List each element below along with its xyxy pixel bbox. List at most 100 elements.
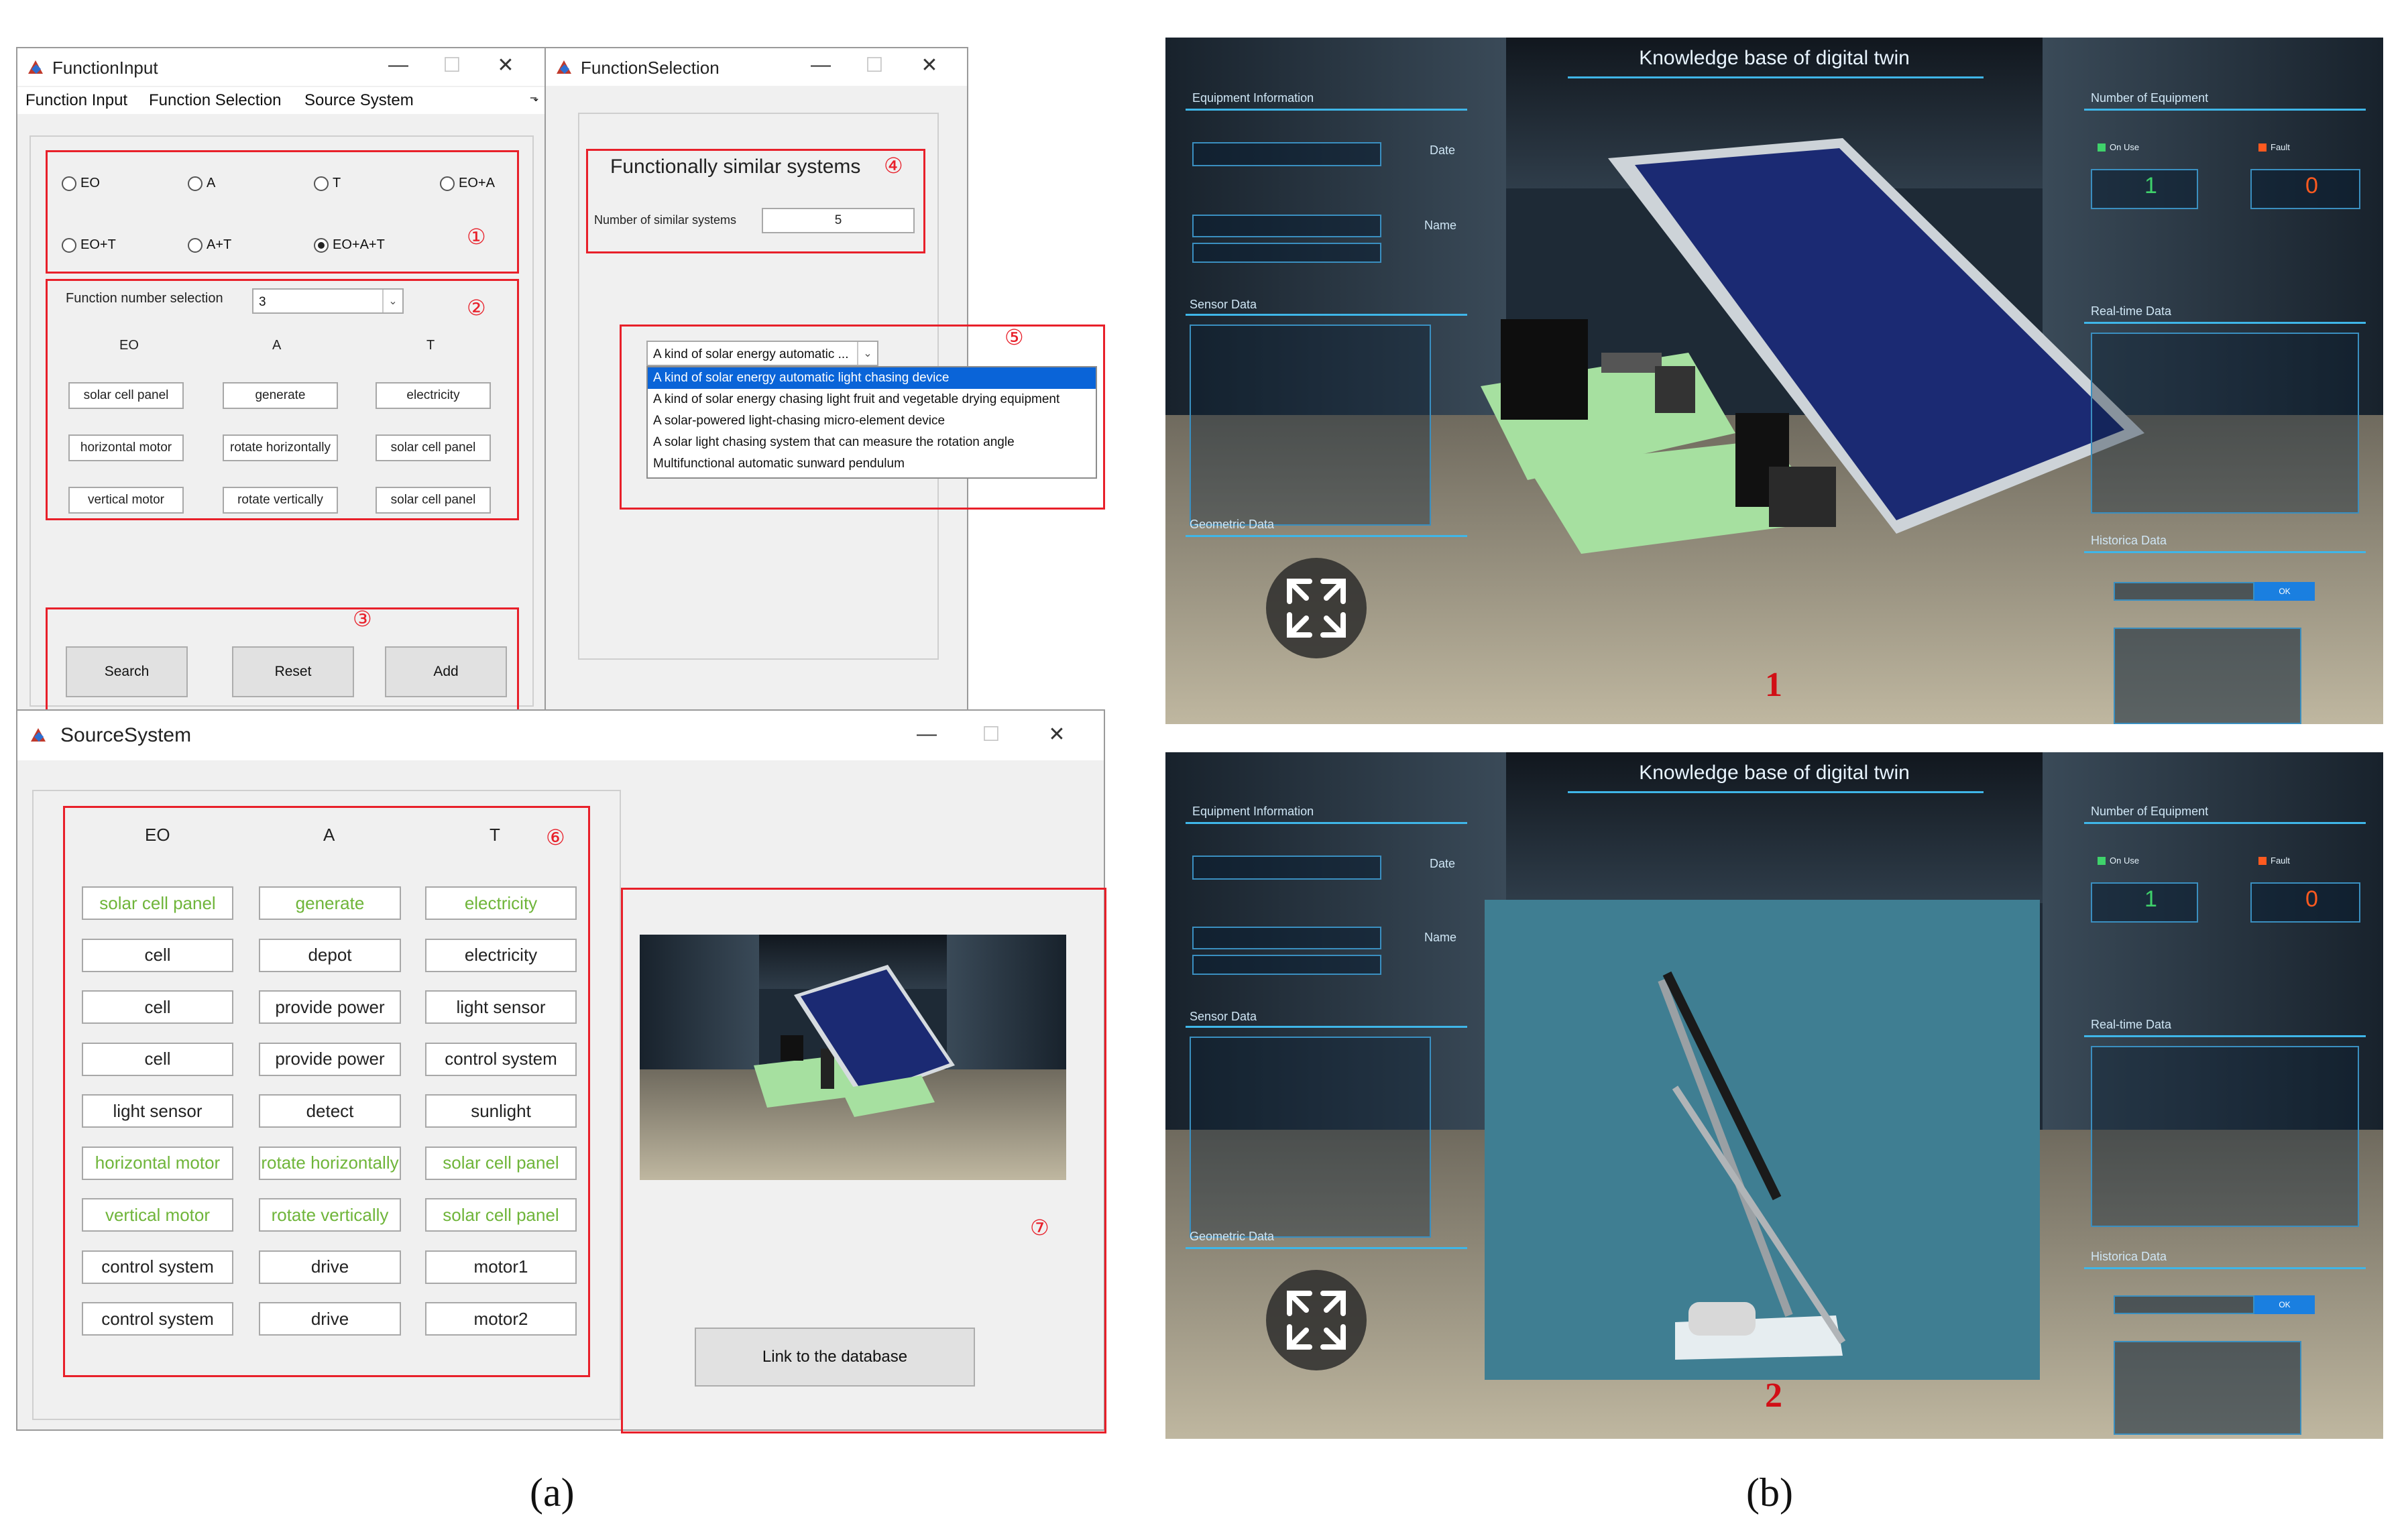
eo-source-field[interactable]: vertical motor — [82, 1198, 233, 1232]
radio-indicator[interactable] — [440, 176, 455, 191]
radio-eo-a-t[interactable]: EO+A+T — [314, 237, 385, 253]
menubar: Function Input Function Selection Source… — [17, 87, 544, 114]
close-button[interactable]: ✕ — [1048, 723, 1066, 746]
radio-eo[interactable]: EO — [62, 176, 100, 191]
system-select[interactable]: A kind of solar energy automatic ... ⌄ — [646, 341, 878, 366]
title-underline — [1568, 791, 1984, 793]
t-field-3[interactable]: solar cell panel — [376, 487, 491, 514]
eo-source-field[interactable]: control system — [82, 1250, 233, 1284]
a-source-field[interactable]: rotate horizontally — [259, 1146, 401, 1180]
eo-field-1[interactable]: solar cell panel — [68, 382, 184, 409]
radio-a-t[interactable]: A+T — [188, 237, 231, 253]
function-number-select[interactable]: 3 ⌄ — [252, 288, 404, 314]
type-field[interactable] — [1192, 215, 1381, 237]
date-field[interactable] — [1192, 856, 1381, 880]
on-use-count: 1 — [2144, 886, 2157, 912]
chevron-down-icon[interactable]: ⌄ — [857, 342, 877, 365]
name-field[interactable] — [1192, 955, 1381, 975]
t-field-2[interactable]: solar cell panel — [376, 434, 491, 461]
close-button[interactable]: ✕ — [497, 54, 514, 76]
a-field-3[interactable]: rotate vertically — [223, 487, 338, 514]
chevron-down-icon[interactable]: ⌄ — [382, 290, 402, 312]
t-source-field[interactable]: light sensor — [425, 990, 577, 1024]
date-field[interactable] — [1192, 142, 1381, 166]
eo-field-3[interactable]: vertical motor — [68, 487, 184, 514]
name-field[interactable] — [1192, 243, 1381, 263]
a-source-field[interactable]: rotate vertically — [259, 1198, 401, 1232]
menu-source-system[interactable]: Source System — [304, 91, 414, 109]
a-field-2[interactable]: rotate horizontally — [223, 434, 338, 461]
a-source-field[interactable]: drive — [259, 1250, 401, 1284]
maximize-button[interactable]: ☐ — [865, 54, 884, 76]
eo-source-field[interactable]: horizontal motor — [82, 1146, 233, 1180]
a-source-field[interactable]: generate — [259, 886, 401, 920]
history-list[interactable] — [2114, 1341, 2301, 1435]
add-button[interactable]: Add — [385, 646, 507, 697]
maximize-button[interactable]: ☐ — [443, 54, 461, 76]
type-field[interactable] — [1192, 927, 1381, 949]
history-date-field[interactable] — [2114, 1295, 2254, 1314]
t-source-field[interactable]: electricity — [425, 886, 577, 920]
t-source-field[interactable]: control system — [425, 1042, 577, 1076]
t-source-field[interactable]: electricity — [425, 938, 577, 972]
radio-eo-t[interactable]: EO+T — [62, 237, 116, 253]
system-option[interactable]: A kind of solar energy automatic light c… — [648, 367, 1096, 389]
radio-indicator[interactable] — [314, 176, 329, 191]
expand-icon[interactable] — [1266, 558, 1367, 658]
eo-source-field[interactable]: cell — [82, 938, 233, 972]
link-database-button[interactable]: Link to the database — [695, 1328, 975, 1387]
a-source-field[interactable]: detect — [259, 1094, 401, 1128]
system-options-list[interactable]: A kind of solar energy automatic light c… — [646, 366, 1097, 479]
menu-function-input[interactable]: Function Input — [25, 91, 128, 109]
minimize-button[interactable]: — — [917, 723, 937, 745]
radio-indicator[interactable] — [314, 237, 329, 253]
a-source-field[interactable]: drive — [259, 1302, 401, 1336]
system-option[interactable]: Multifunctional automatic sunward pendul… — [653, 457, 905, 471]
menu-overflow-icon[interactable]: ⬎ — [530, 93, 539, 104]
section-bar — [2084, 551, 2366, 553]
close-button[interactable]: ✕ — [921, 54, 938, 76]
function-input-panel: EO A T EO+A EO+T A+T EO+A+T ① Function n… — [30, 135, 534, 713]
radio-eo-a[interactable]: EO+A — [440, 176, 495, 191]
t-source-field[interactable]: solar cell panel — [425, 1146, 577, 1180]
minimize-button[interactable]: — — [811, 54, 831, 76]
eo-source-field[interactable]: control system — [82, 1302, 233, 1336]
eo-source-field[interactable]: cell — [82, 1042, 233, 1076]
history-date-field[interactable] — [2114, 582, 2254, 601]
system-option[interactable]: A solar light chasing system that can me… — [653, 435, 1015, 449]
history-ok-button[interactable]: OK — [2254, 1295, 2315, 1314]
function-input-titlebar: FunctionInput — ☐ ✕ — [17, 48, 544, 86]
on-use-indicator — [2098, 856, 2106, 865]
a-field-1[interactable]: generate — [223, 382, 338, 409]
a-source-field[interactable]: depot — [259, 938, 401, 972]
t-field-1[interactable]: electricity — [376, 382, 491, 409]
system-option[interactable]: A solar-powered light-chasing micro-elem… — [653, 414, 945, 428]
radio-indicator[interactable] — [62, 176, 76, 191]
t-source-field[interactable]: motor2 — [425, 1302, 577, 1336]
similar-count-field[interactable]: 5 — [762, 208, 915, 233]
minimize-button[interactable]: — — [388, 54, 408, 76]
system-list-box — [620, 325, 1105, 510]
a-source-field[interactable]: provide power — [259, 990, 401, 1024]
radio-a[interactable]: A — [188, 176, 215, 191]
a-source-field[interactable]: provide power — [259, 1042, 401, 1076]
eo-source-field[interactable]: cell — [82, 990, 233, 1024]
search-button[interactable]: Search — [66, 646, 188, 697]
system-option[interactable]: A kind of solar energy chasing light fru… — [653, 392, 1060, 406]
eo-field-2[interactable]: horizontal motor — [68, 434, 184, 461]
radio-indicator[interactable] — [188, 237, 203, 253]
radio-indicator[interactable] — [188, 176, 203, 191]
history-ok-button[interactable]: OK — [2254, 582, 2315, 601]
eo-source-field[interactable]: solar cell panel — [82, 886, 233, 920]
reset-button[interactable]: Reset — [232, 646, 354, 697]
radio-t[interactable]: T — [314, 176, 341, 191]
expand-icon[interactable] — [1266, 1270, 1367, 1370]
maximize-button[interactable]: ☐ — [982, 723, 1000, 746]
t-source-field[interactable]: solar cell panel — [425, 1198, 577, 1232]
history-list[interactable] — [2114, 628, 2301, 724]
t-source-field[interactable]: motor1 — [425, 1250, 577, 1284]
eo-source-field[interactable]: light sensor — [82, 1094, 233, 1128]
menu-function-selection[interactable]: Function Selection — [149, 91, 282, 109]
radio-indicator[interactable] — [62, 237, 76, 253]
t-source-field[interactable]: sunlight — [425, 1094, 577, 1128]
